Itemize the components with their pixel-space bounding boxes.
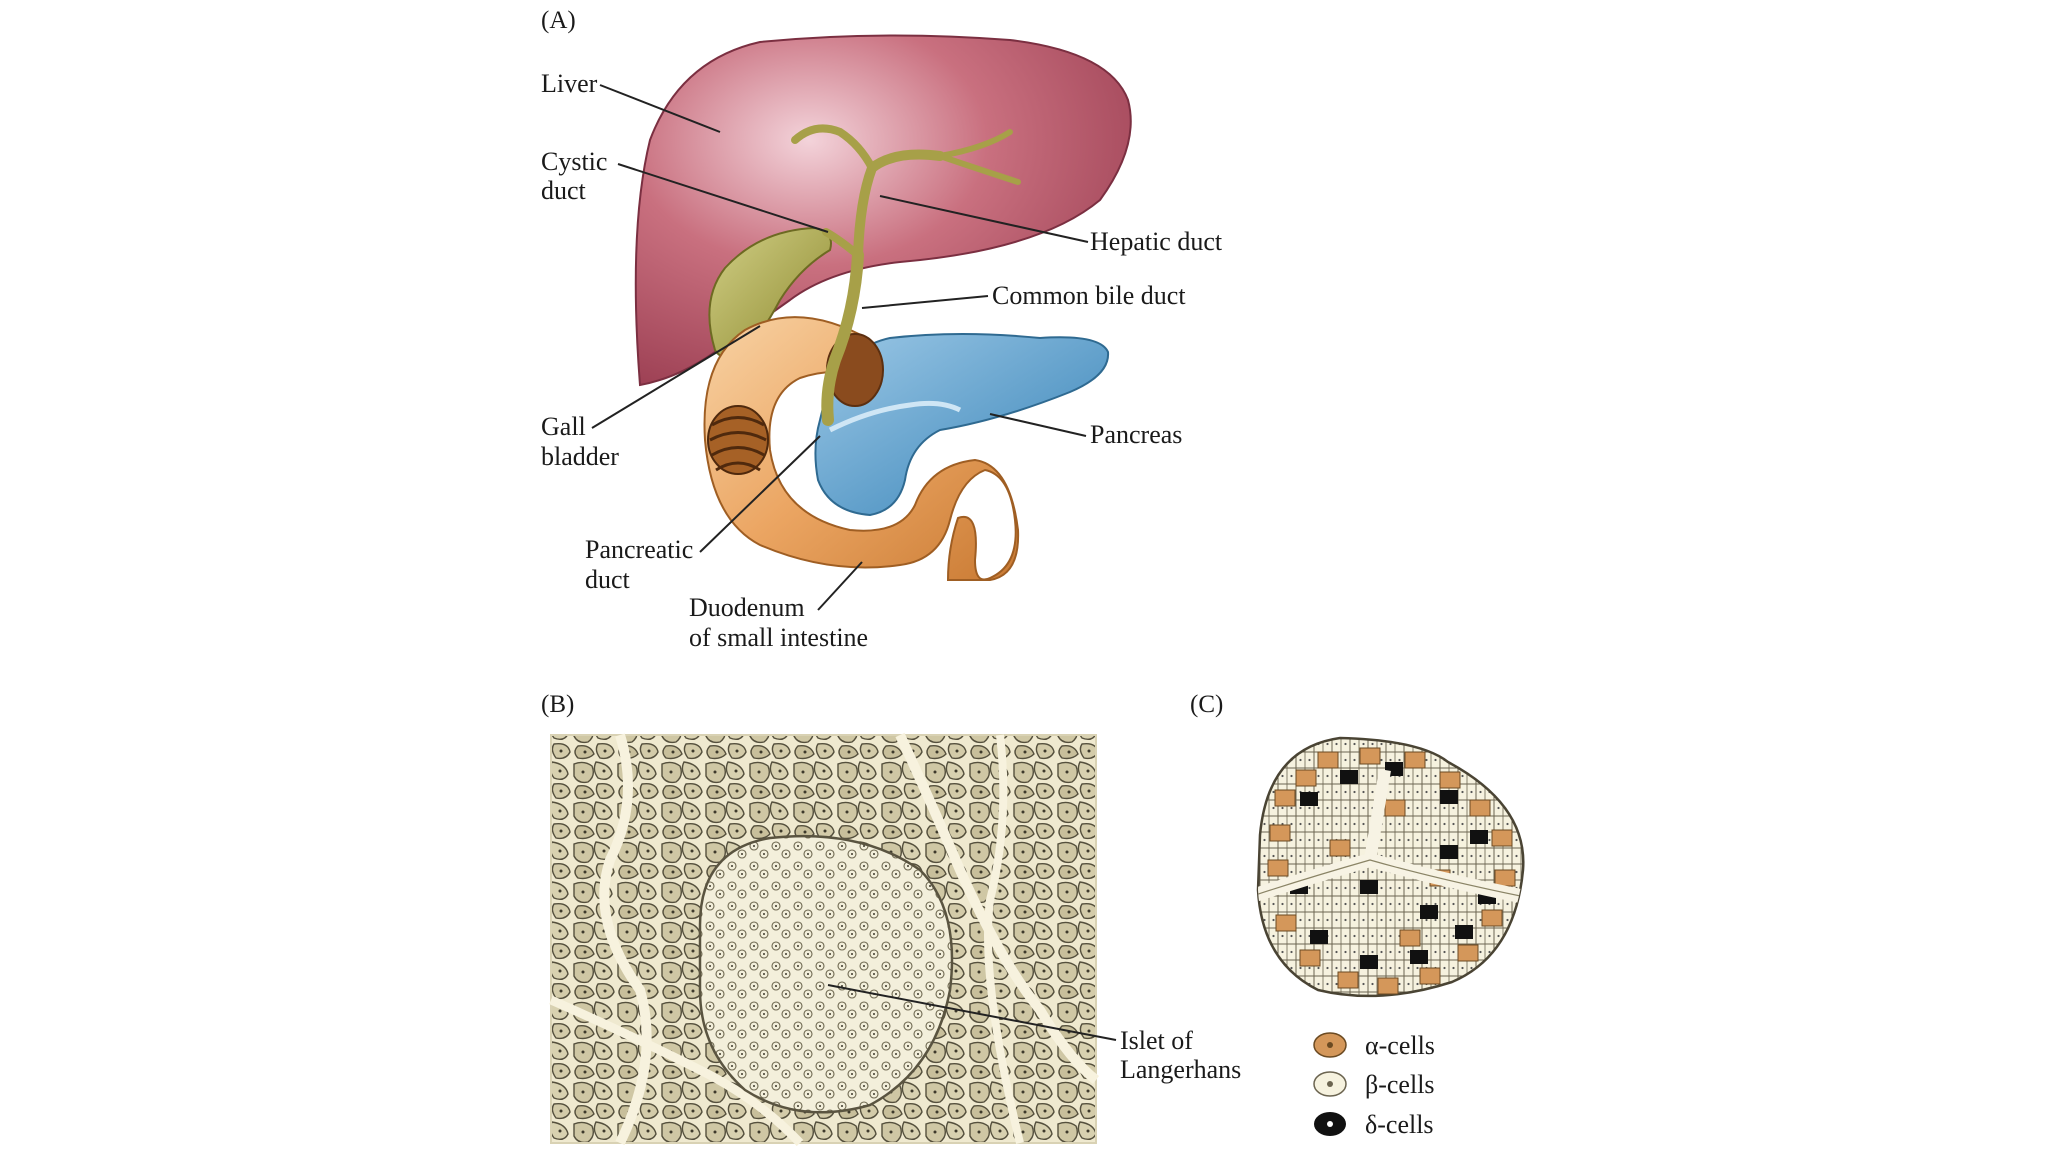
common-bile-duct-leader	[861, 295, 989, 309]
histology-section	[549, 732, 1100, 1147]
duodenum-folds	[707, 405, 769, 475]
pancreatic-duct-label-line1: Pancreatic	[585, 535, 693, 564]
beta-cells-label: β-cells	[1365, 1070, 1435, 1099]
hepatic-duct-leader	[879, 195, 1089, 243]
islet-leader	[827, 984, 1117, 1041]
cystic-duct-label-line1: Cystic	[541, 147, 607, 176]
panel-a-letter: (A)	[541, 7, 576, 34]
common-bile-duct-label: Common bile duct	[992, 281, 1186, 310]
panel-c-letter: (C)	[1190, 691, 1223, 718]
panel-b-letter: (B)	[541, 691, 574, 718]
liver-leader	[599, 84, 721, 133]
duodenum-illustration	[703, 316, 1020, 581]
gall-bladder-label-line2: bladder	[541, 442, 619, 471]
bile-duct-tree	[791, 124, 1021, 426]
alpha-cells-label: α-cells	[1365, 1031, 1435, 1060]
islet-label-line1: Islet of	[1120, 1026, 1193, 1055]
gall-bladder-label-line1: Gall	[541, 412, 586, 441]
islet-of-langerhans-illustration	[698, 834, 954, 1114]
duodenum-label-line2: of small intestine	[689, 623, 868, 652]
islet-cell-diagram	[1256, 736, 1525, 998]
duodenum-leader	[817, 561, 863, 611]
legend-item-delta: δ-cells	[1314, 1110, 1434, 1139]
cystic-duct-leader	[617, 163, 829, 233]
pancreas-label: Pancreas	[1090, 420, 1182, 449]
legend-item-alpha: α-cells	[1313, 1031, 1435, 1060]
cystic-duct-label-line2: duct	[541, 176, 587, 205]
pancreas-leader	[989, 413, 1087, 437]
cell-legend: α-cells β-cells δ-cells	[1313, 1031, 1435, 1139]
liver-label: Liver	[541, 69, 598, 98]
pancreatic-duct-illustration	[828, 400, 962, 433]
hepatic-duct-label: Hepatic duct	[1090, 227, 1223, 256]
islet-label-line2: Langerhans	[1120, 1055, 1241, 1084]
pancreatic-duct-leader	[699, 435, 821, 553]
legend-item-beta: β-cells	[1313, 1070, 1435, 1099]
pancreas-illustration	[814, 333, 1110, 517]
gall-bladder-leader	[591, 325, 761, 429]
delta-cells-label: δ-cells	[1365, 1110, 1434, 1139]
duodenum-label-line1: Duodenum	[689, 593, 805, 622]
pancreatic-duct-label-line2: duct	[585, 565, 631, 594]
